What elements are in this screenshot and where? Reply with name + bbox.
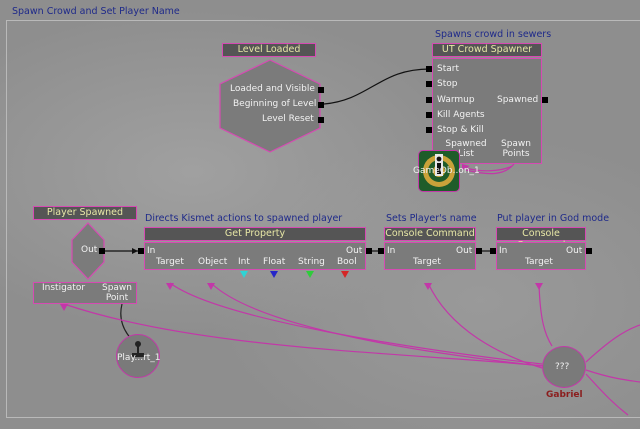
- var-wire-target-c1: [427, 282, 543, 369]
- output-plug-get-property[interactable]: [366, 248, 372, 254]
- var-target-console-1: Target: [413, 257, 441, 267]
- output-out-console-2: Out: [566, 246, 583, 256]
- output-spawned: Spawned: [497, 95, 539, 105]
- variable-name-gabriel: Gabriel: [546, 390, 583, 400]
- exec-wire-level-to-start: [323, 68, 433, 105]
- var-wire-offscreen-3: [585, 373, 629, 416]
- var-wire-instigator: [63, 303, 545, 367]
- input-plug-get-property[interactable]: [138, 248, 144, 254]
- crowd-spawner-title[interactable]: UT Crowd Spawner: [432, 43, 542, 57]
- var-instigator: Instigator: [42, 283, 86, 293]
- input-plug-console-2[interactable]: [490, 248, 496, 254]
- player-spawned-diamond[interactable]: [70, 222, 106, 280]
- input-stop: Stop: [437, 79, 458, 89]
- var-target-get: Target: [156, 257, 184, 267]
- var-object: Object: [198, 257, 228, 267]
- var-bool: Bool: [337, 257, 357, 267]
- input-plug-stop[interactable]: [426, 81, 432, 87]
- info-icon: [423, 154, 455, 187]
- input-plug-warmup[interactable]: [426, 97, 432, 103]
- var-spawn-points: Spawn Points: [500, 139, 531, 159]
- input-warmup: Warmup: [437, 95, 475, 105]
- input-plug-stop-kill[interactable]: [426, 127, 432, 133]
- output-level-reset: Level Reset: [262, 114, 314, 124]
- level-loaded-hexagon[interactable]: [218, 58, 322, 154]
- console-command-2-body[interactable]: [496, 242, 586, 270]
- unknown-variable-label: ???: [555, 362, 570, 372]
- var-spawn-point: Spawn Point: [101, 283, 132, 303]
- var-wire-crowd-points: [465, 163, 515, 175]
- unknown-object-variable[interactable]: [542, 346, 586, 388]
- player-spawned-vars[interactable]: [33, 282, 137, 304]
- comment-god: Put player in God mode: [497, 213, 610, 224]
- output-out-console-1: Out: [456, 246, 473, 256]
- int-link-triangle[interactable]: [240, 271, 248, 278]
- var-wire-crowd-spawned: [465, 165, 513, 172]
- get-property-title[interactable]: Get Property: [144, 227, 366, 241]
- var-wire-object: [210, 282, 543, 367]
- link-arrow-target-c2: [535, 283, 543, 290]
- input-in-console-2: In: [499, 246, 508, 256]
- console-command-1-title[interactable]: Console Command: [384, 227, 476, 241]
- level-loaded-title[interactable]: Level Loaded: [222, 43, 316, 57]
- input-stop-kill: Stop & Kill: [437, 125, 484, 135]
- link-arrow-target-c1: [424, 283, 432, 290]
- get-property-body[interactable]: [144, 242, 366, 270]
- input-in-console-1: In: [387, 246, 396, 256]
- console-command-2-title[interactable]: Console Command: [496, 227, 586, 251]
- comment-name: Sets Player's name: [386, 213, 477, 224]
- var-int: Int: [238, 257, 250, 267]
- output-beginning-of-level: Beginning of Level: [233, 99, 317, 109]
- link-arrow-spawned-list: [462, 164, 470, 170]
- crowd-spawner-body[interactable]: [432, 58, 542, 164]
- var-wire-target-c2: [538, 282, 553, 347]
- output-plug-console-2[interactable]: [586, 248, 592, 254]
- bool-link-triangle[interactable]: [341, 271, 349, 278]
- comment-kismet: Directs Kismet actions to spawned player: [145, 213, 343, 224]
- input-plug-console-1[interactable]: [378, 248, 384, 254]
- output-plug-level-reset[interactable]: [318, 117, 324, 123]
- output-plug-spawned[interactable]: [542, 97, 548, 103]
- joystick-icon: [132, 341, 144, 357]
- var-target-console-2: Target: [525, 257, 553, 267]
- input-in-get: In: [147, 246, 156, 256]
- link-arrow-object: [207, 283, 215, 290]
- output-out-get: Out: [346, 246, 363, 256]
- exec-arrow-get: [132, 248, 138, 254]
- float-link-triangle[interactable]: [270, 271, 278, 278]
- output-loaded-visible: Loaded and Visible: [230, 84, 315, 94]
- link-arrow-target-get: [166, 283, 174, 290]
- console-command-1-body[interactable]: [384, 242, 476, 270]
- string-link-triangle[interactable]: [306, 271, 314, 278]
- output-out-player: Out: [81, 245, 98, 255]
- input-plug-start[interactable]: [426, 66, 432, 72]
- crowd-object-variable[interactable]: [418, 150, 460, 192]
- player-variable-label: Play...rt_1: [117, 353, 161, 363]
- crowd-variable-label: GameOb..on_1: [413, 166, 480, 176]
- comment-crowd: Spawns crowd in sewers: [435, 29, 552, 40]
- output-plug-loaded-visible[interactable]: [318, 87, 324, 93]
- var-wire-offscreen-2: [585, 369, 640, 383]
- output-plug-console-1[interactable]: [476, 248, 482, 254]
- var-spawned-list: Spawned List: [445, 139, 487, 159]
- output-plug-beginning-of-level[interactable]: [318, 102, 324, 108]
- var-string: String: [298, 257, 325, 267]
- input-start: Start: [437, 64, 459, 74]
- sequence-title: Spawn Crowd and Set Player Name: [12, 6, 180, 17]
- var-wire-offscreen-1: [585, 324, 640, 363]
- input-plug-kill-agents[interactable]: [426, 112, 432, 118]
- link-arrow-instigator: [60, 304, 68, 311]
- var-float: Float: [263, 257, 286, 267]
- input-kill-agents: Kill Agents: [437, 110, 485, 120]
- sequence-frame: [6, 20, 640, 418]
- output-plug-player-spawned[interactable]: [99, 248, 105, 254]
- player-spawned-title[interactable]: Player Spawned: [33, 206, 137, 220]
